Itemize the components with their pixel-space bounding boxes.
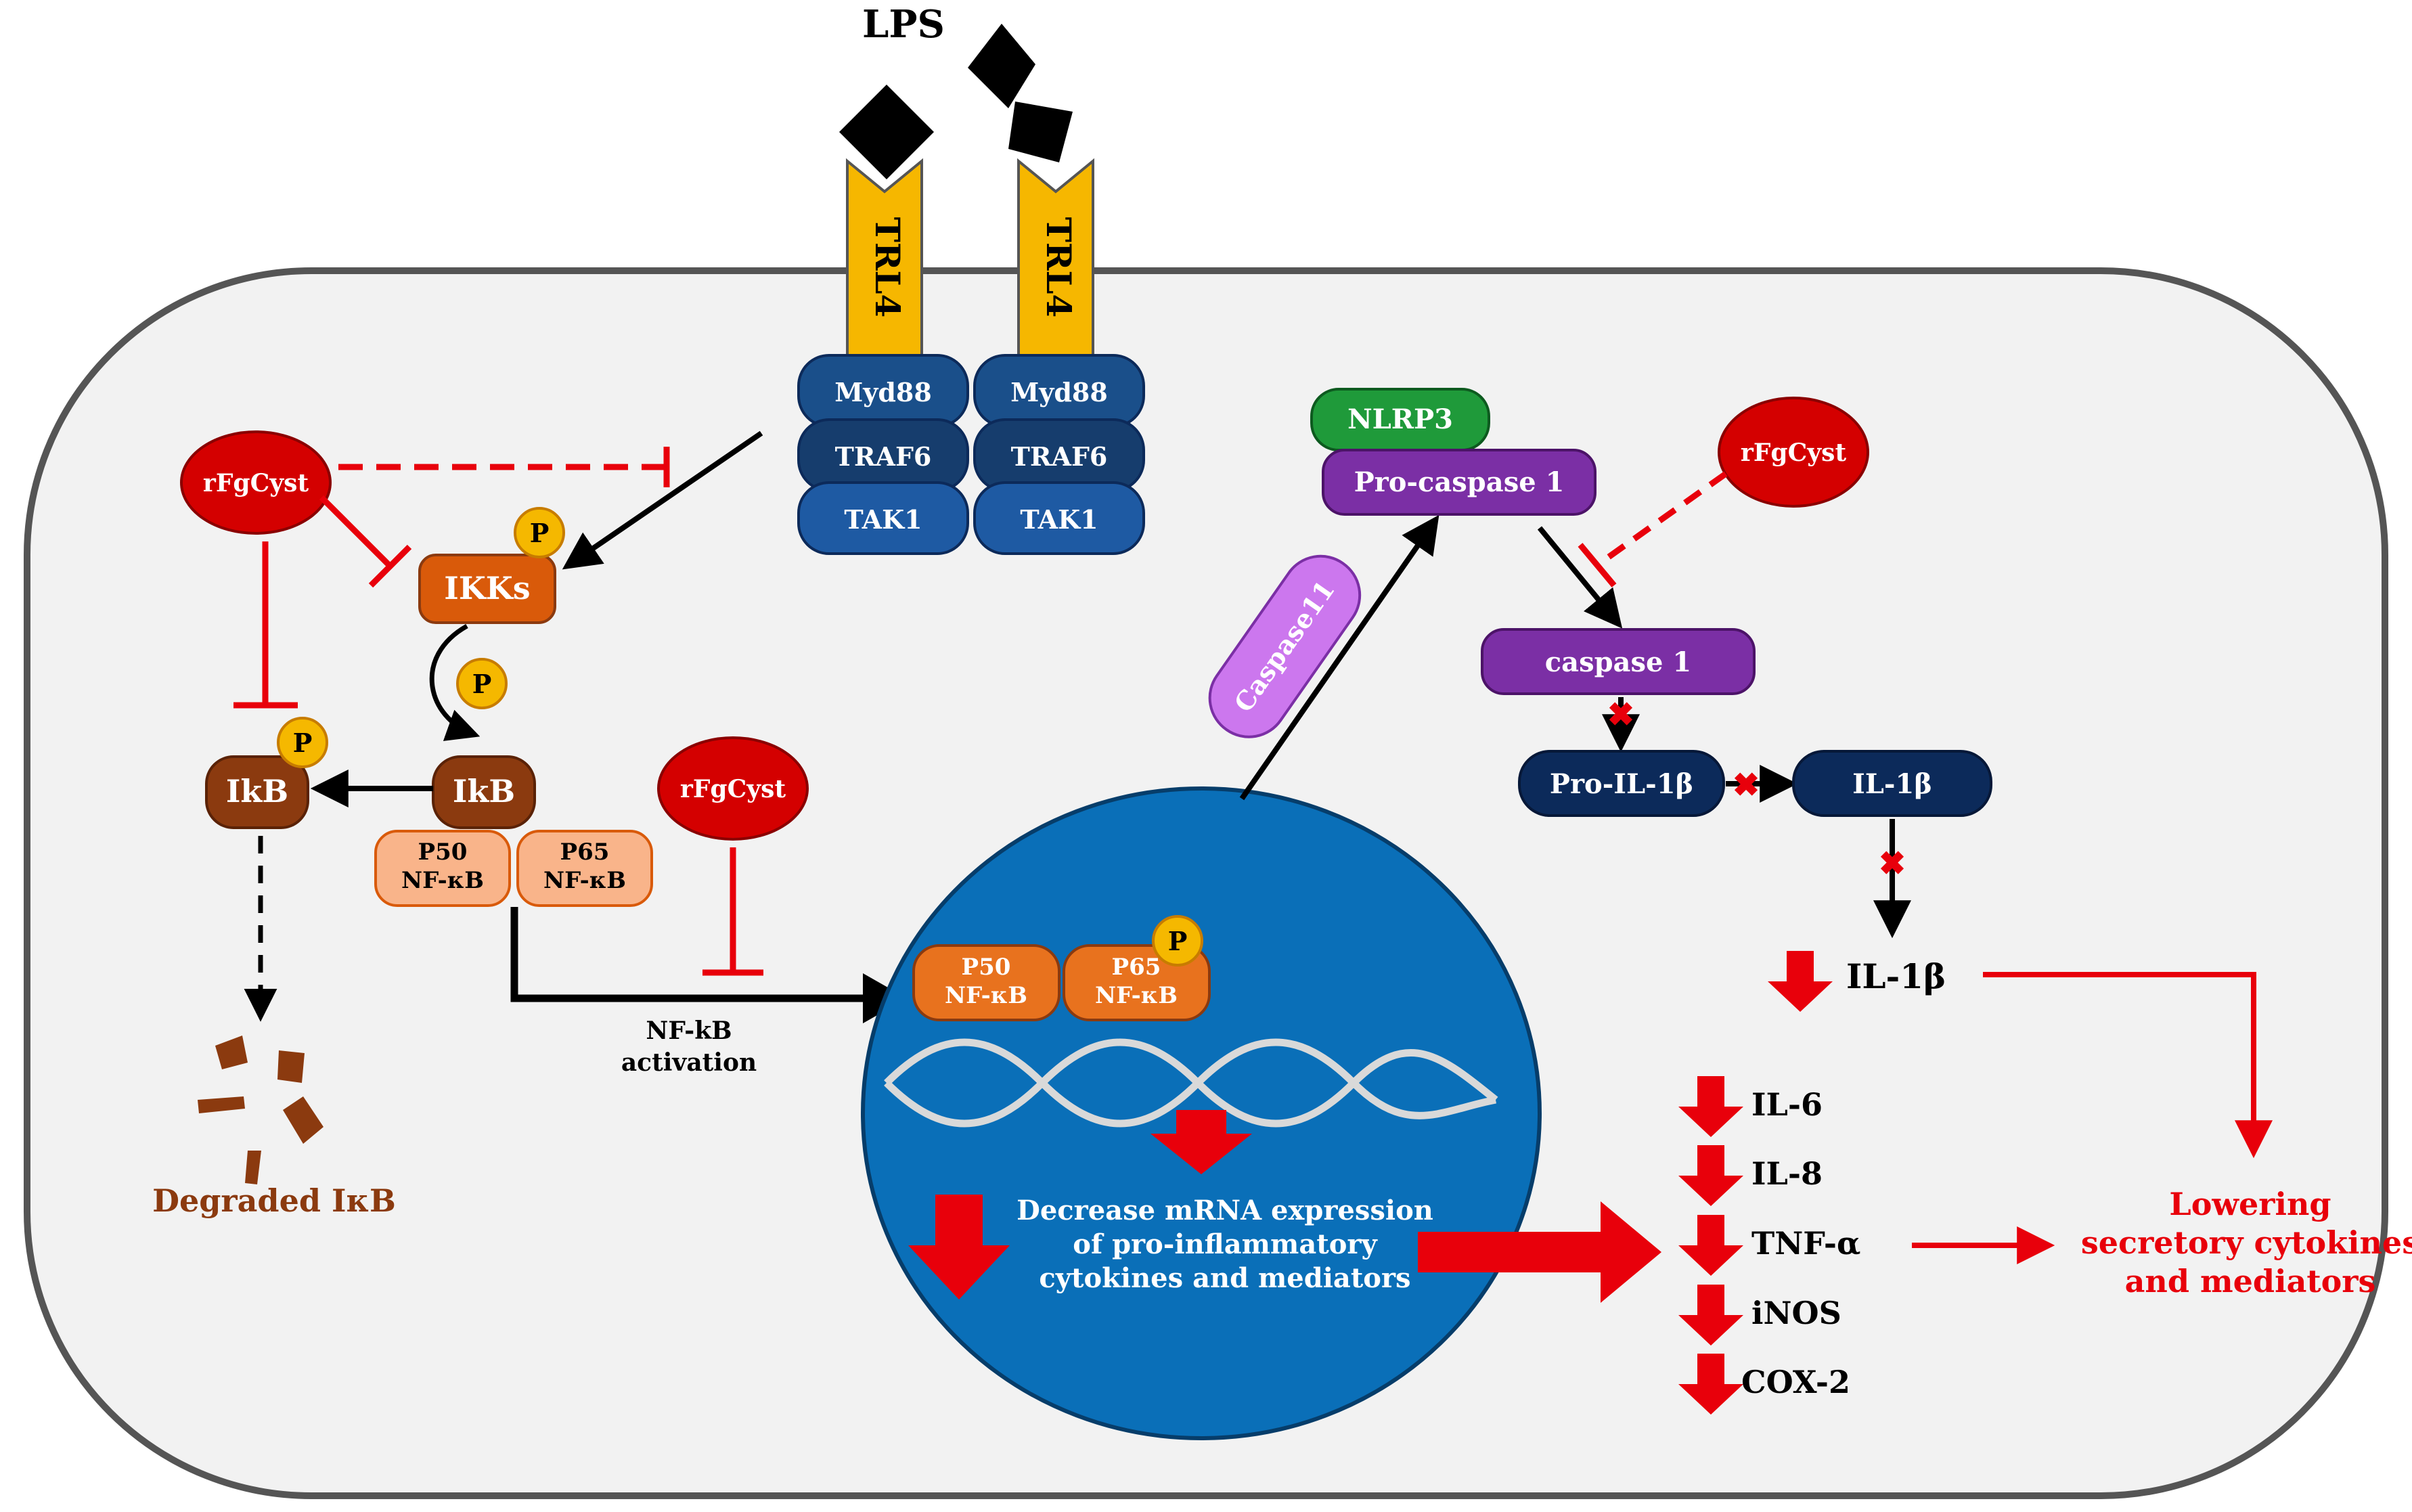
il8-decrease-arrow: [1678, 1145, 1743, 1206]
il1b-decrease-arrow: [1768, 951, 1833, 1012]
tnfa-label: TNF-α: [1751, 1225, 1860, 1262]
nucleus-to-procaspase-arrow: [1239, 514, 1439, 801]
nucleus-p65-phospho: [1152, 915, 1203, 966]
caspase1-label: caspase 1: [1545, 646, 1691, 678]
result-line-1: Lowering: [2169, 1186, 2331, 1222]
nfkb-activation-arrow: [510, 907, 866, 1002]
block-mark-1: ✖: [1607, 696, 1634, 734]
svg-text:P50: P50: [962, 954, 1011, 981]
traf6-label-2: TRAF6: [1011, 441, 1108, 472]
caspase11-box: [1208, 554, 1362, 738]
phospho-ikb-marker: [277, 717, 328, 768]
degraded-ikb-fragments: [198, 1036, 323, 1184]
svg-text:NF-κB: NF-κB: [543, 867, 626, 894]
rfgcyst-dashed-inhibit-caspase: [1595, 471, 1728, 568]
ikks-box: [418, 554, 556, 624]
rfgcyst-label-3: rFgCyst: [1741, 439, 1847, 467]
ikks-to-ikb-curved-arrow: [429, 623, 481, 741]
svg-text:P: P: [530, 518, 550, 548]
rfgcyst-inhibitor-1: [180, 430, 332, 535]
cox2-label: COX-2: [1741, 1364, 1850, 1400]
myd88-label-2: Myd88: [1010, 377, 1108, 407]
tlr4-receptor-1: TRL4: [846, 158, 923, 363]
tak1-label-2: TAK1: [1020, 504, 1098, 535]
inos-decrease-arrow: [1678, 1285, 1743, 1346]
mrna-message-line-1: Decrease mRNA expression: [1017, 1195, 1433, 1226]
mrna-message-line-3: cytokines and mediators: [1039, 1262, 1410, 1294]
svg-text:P: P: [472, 669, 492, 699]
block-mark-3: ✖: [1879, 845, 1906, 883]
il1b-label: IL-1β: [1852, 768, 1932, 800]
rfgcyst-inhibitor-3: [1718, 397, 1869, 508]
phospho-ikb-box: [205, 755, 309, 829]
pro-caspase1-box: [1322, 449, 1596, 516]
tak1-to-ikks-arrow: [562, 430, 763, 570]
p50-box: [374, 830, 511, 907]
rfgcyst-inhibitor-2: [657, 736, 809, 841]
result-line-2: secretory cytokines: [2081, 1224, 2412, 1261]
nfkb-activation-label-1: NF-kB: [646, 1017, 732, 1045]
adaptor-stack-1: Myd88 TRAF6 TAK1: [797, 354, 969, 555]
lps-label: LPS: [862, 2, 945, 47]
ikks-label: IKKs: [444, 570, 530, 606]
il6-label: IL-6: [1751, 1086, 1823, 1123]
mrna-message-line-2: of pro-inflammatory: [1073, 1228, 1378, 1260]
svg-text:P: P: [293, 728, 313, 758]
lps-molecule-2: [968, 24, 1035, 108]
p65-box: [516, 830, 653, 907]
cytokine-list: IL-6 IL-8 TNF-α iNOS COX-2: [1678, 1076, 1860, 1415]
tnfa-decrease-arrow: [1678, 1215, 1743, 1276]
il6-decrease-arrow: [1678, 1076, 1743, 1137]
svg-text:P: P: [1168, 926, 1188, 956]
tlr4-receptor-2: TRL4: [1017, 158, 1094, 363]
nlrp3-label: NLRP3: [1347, 403, 1453, 435]
tak1-label-1: TAK1: [844, 504, 922, 535]
pro-caspase1-label: Pro-caspase 1: [1354, 466, 1565, 498]
svg-text:NF-κB: NF-κB: [945, 982, 1027, 1009]
phospho-ikb-label: IkB: [226, 773, 288, 809]
inos-label: iNOS: [1751, 1295, 1841, 1331]
rfgcyst-label-1: rFgCyst: [203, 469, 309, 497]
rfgcyst-label-2: rFgCyst: [680, 775, 786, 803]
tlr4-label-2: TRL4: [1039, 217, 1079, 318]
ikb-transfer-phospho: [456, 658, 508, 709]
lps-molecule-1: [839, 85, 934, 179]
svg-text:NF-κB: NF-κB: [1095, 982, 1178, 1009]
ikb-box: [432, 755, 536, 829]
rfgcyst-inhibit-ikks: [319, 495, 392, 568]
tak1-box-2: [973, 481, 1145, 555]
caspase1-box: [1481, 628, 1756, 695]
cox2-decrease-arrow: [1678, 1354, 1743, 1415]
pro-il1b-label: Pro-IL-1β: [1550, 768, 1693, 800]
block-mark-2: ✖: [1733, 766, 1760, 804]
output-il1b-label: IL-1β: [1846, 956, 1946, 996]
nucleus-p50-box: [912, 944, 1060, 1021]
adaptor-stack-2: Myd88 TRAF6 TAK1: [973, 354, 1145, 555]
tak1-box-1: [797, 481, 969, 555]
il1b-to-result-arrow: [1983, 972, 2273, 1159]
tlr4-label-1: TRL4: [868, 217, 908, 318]
svg-text:P50: P50: [418, 839, 468, 866]
svg-text:P65: P65: [560, 839, 610, 866]
il8-label: IL-8: [1751, 1155, 1823, 1192]
traf6-label-1: TRAF6: [835, 441, 932, 472]
pro-il1b-box: [1518, 750, 1725, 817]
mrna-decrease-arrow: [908, 1195, 1010, 1299]
nfkb-activation-label-2: activation: [621, 1048, 757, 1077]
degraded-ikb-label: Degraded IκB: [152, 1182, 396, 1219]
svg-text:NF-κB: NF-κB: [401, 867, 484, 894]
dna-helix: [884, 1038, 1498, 1128]
svg-text:P65: P65: [1112, 954, 1161, 981]
lps-molecule-3: [1008, 102, 1073, 162]
ikb-label: IkB: [453, 773, 515, 809]
myd88-label-1: Myd88: [834, 377, 932, 407]
nucleus-to-cytokines-arrow: [1418, 1201, 1661, 1303]
procaspase-to-caspase1-arrow: [1537, 526, 1623, 629]
il1b-box: [1792, 750, 1992, 817]
result-line-3: and mediators: [2125, 1263, 2376, 1299]
nucleus-down-arrow: [1151, 1110, 1252, 1174]
ikks-phospho: [514, 507, 565, 558]
